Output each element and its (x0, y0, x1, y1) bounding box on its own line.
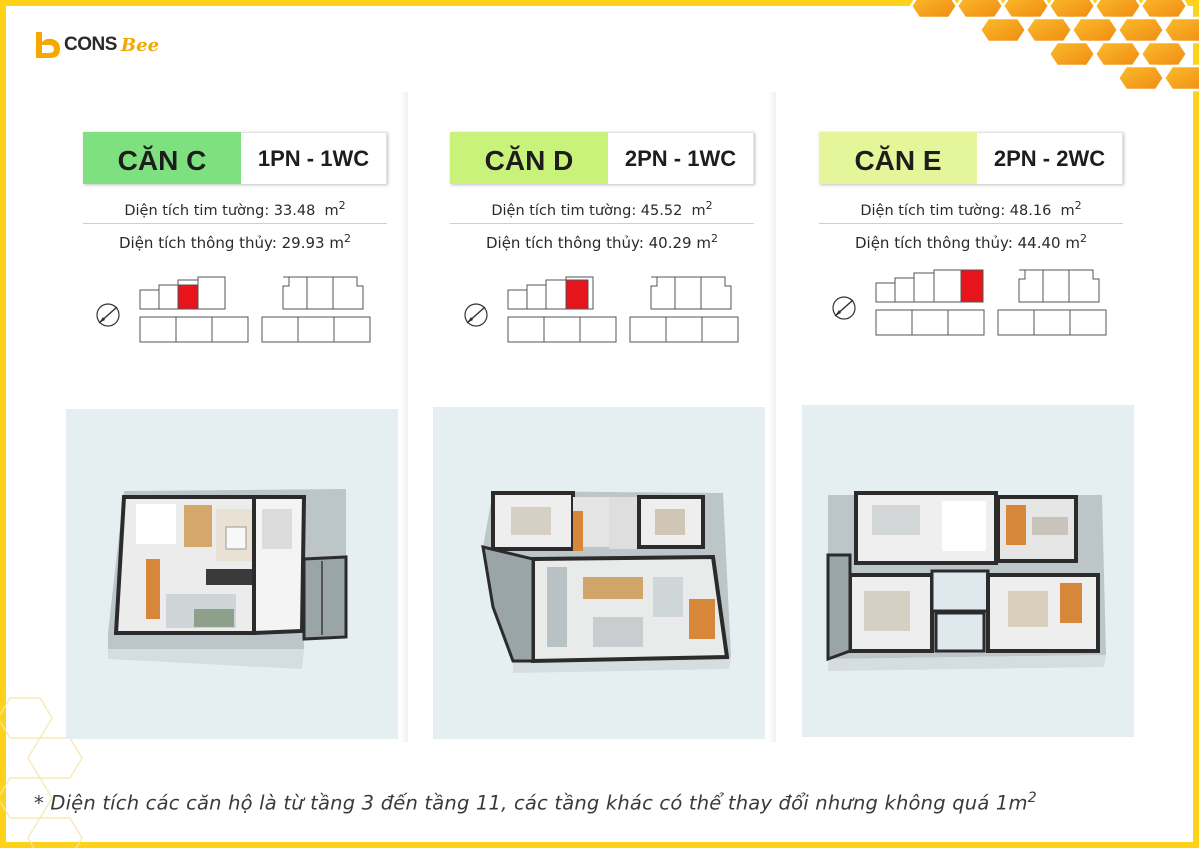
honeycomb-decoration (909, 0, 1199, 92)
unit-type: 1PN - 1WC (241, 132, 387, 184)
unit-3d-render-c (66, 409, 398, 739)
floorplan-render-d (481, 491, 731, 673)
logo-bee-text: Bee (120, 34, 160, 56)
divider (450, 223, 754, 224)
floorplan-render-e (826, 491, 1106, 671)
key-plan-c (96, 276, 371, 343)
unit-type: 2PN - 1WC (608, 132, 754, 184)
building-outline (507, 276, 739, 343)
building-outline (875, 269, 1107, 336)
unit-name: CĂN D (450, 132, 608, 184)
unit-highlight (565, 279, 589, 310)
unit-panel-c: CĂN C 1PN - 1WC Diện tích tim tường: 33.… (40, 92, 408, 742)
compass-icon (96, 303, 120, 327)
unit-name: CĂN C (83, 132, 241, 184)
footnote: * Diện tích các căn hộ là từ tầng 3 đến … (34, 790, 1037, 815)
unit-highlight (960, 269, 984, 303)
key-plan-e (832, 269, 1107, 336)
unit-header-d: CĂN D 2PN - 1WC (450, 132, 754, 184)
unit-panel-d: CĂN D 2PN - 1WC Diện tích tim tường: 45.… (408, 92, 776, 742)
net-area: Diện tích thông thủy: 44.40 m2 (854, 232, 1087, 252)
unit-name: CĂN E (819, 132, 977, 184)
logo-text: CONS (64, 34, 117, 55)
unit-header-e: CĂN E 2PN - 2WC (819, 132, 1123, 184)
floorplan-render-c (108, 489, 348, 669)
net-area: Diện tích thông thủy: 29.93 m2 (118, 232, 351, 252)
logo-b-icon (36, 32, 60, 58)
unit-highlight (177, 284, 199, 310)
divider (819, 223, 1123, 224)
unit-type: 2PN - 2WC (977, 132, 1123, 184)
divider (83, 223, 387, 224)
unit-3d-render-d (433, 407, 765, 739)
wall-area: Diện tích tim tường: 48.16 m2 (860, 199, 1082, 219)
wall-area: Diện tích tim tường: 45.52 m2 (491, 199, 713, 219)
compass-icon (832, 296, 856, 320)
unit-header-c: CĂN C 1PN - 1WC (83, 132, 387, 184)
compass-icon (464, 303, 488, 327)
unit-panel-e: CĂN E 2PN - 2WC Diện tích tim tường: 48.… (776, 92, 1144, 742)
brand-logo: CONS Bee (34, 30, 159, 60)
key-plan-d (464, 276, 739, 343)
building-outline (139, 276, 371, 343)
unit-3d-render-e (802, 405, 1134, 737)
net-area: Diện tích thông thủy: 40.29 m2 (485, 232, 718, 252)
wall-area: Diện tích tim tường: 33.48 m2 (124, 199, 346, 219)
